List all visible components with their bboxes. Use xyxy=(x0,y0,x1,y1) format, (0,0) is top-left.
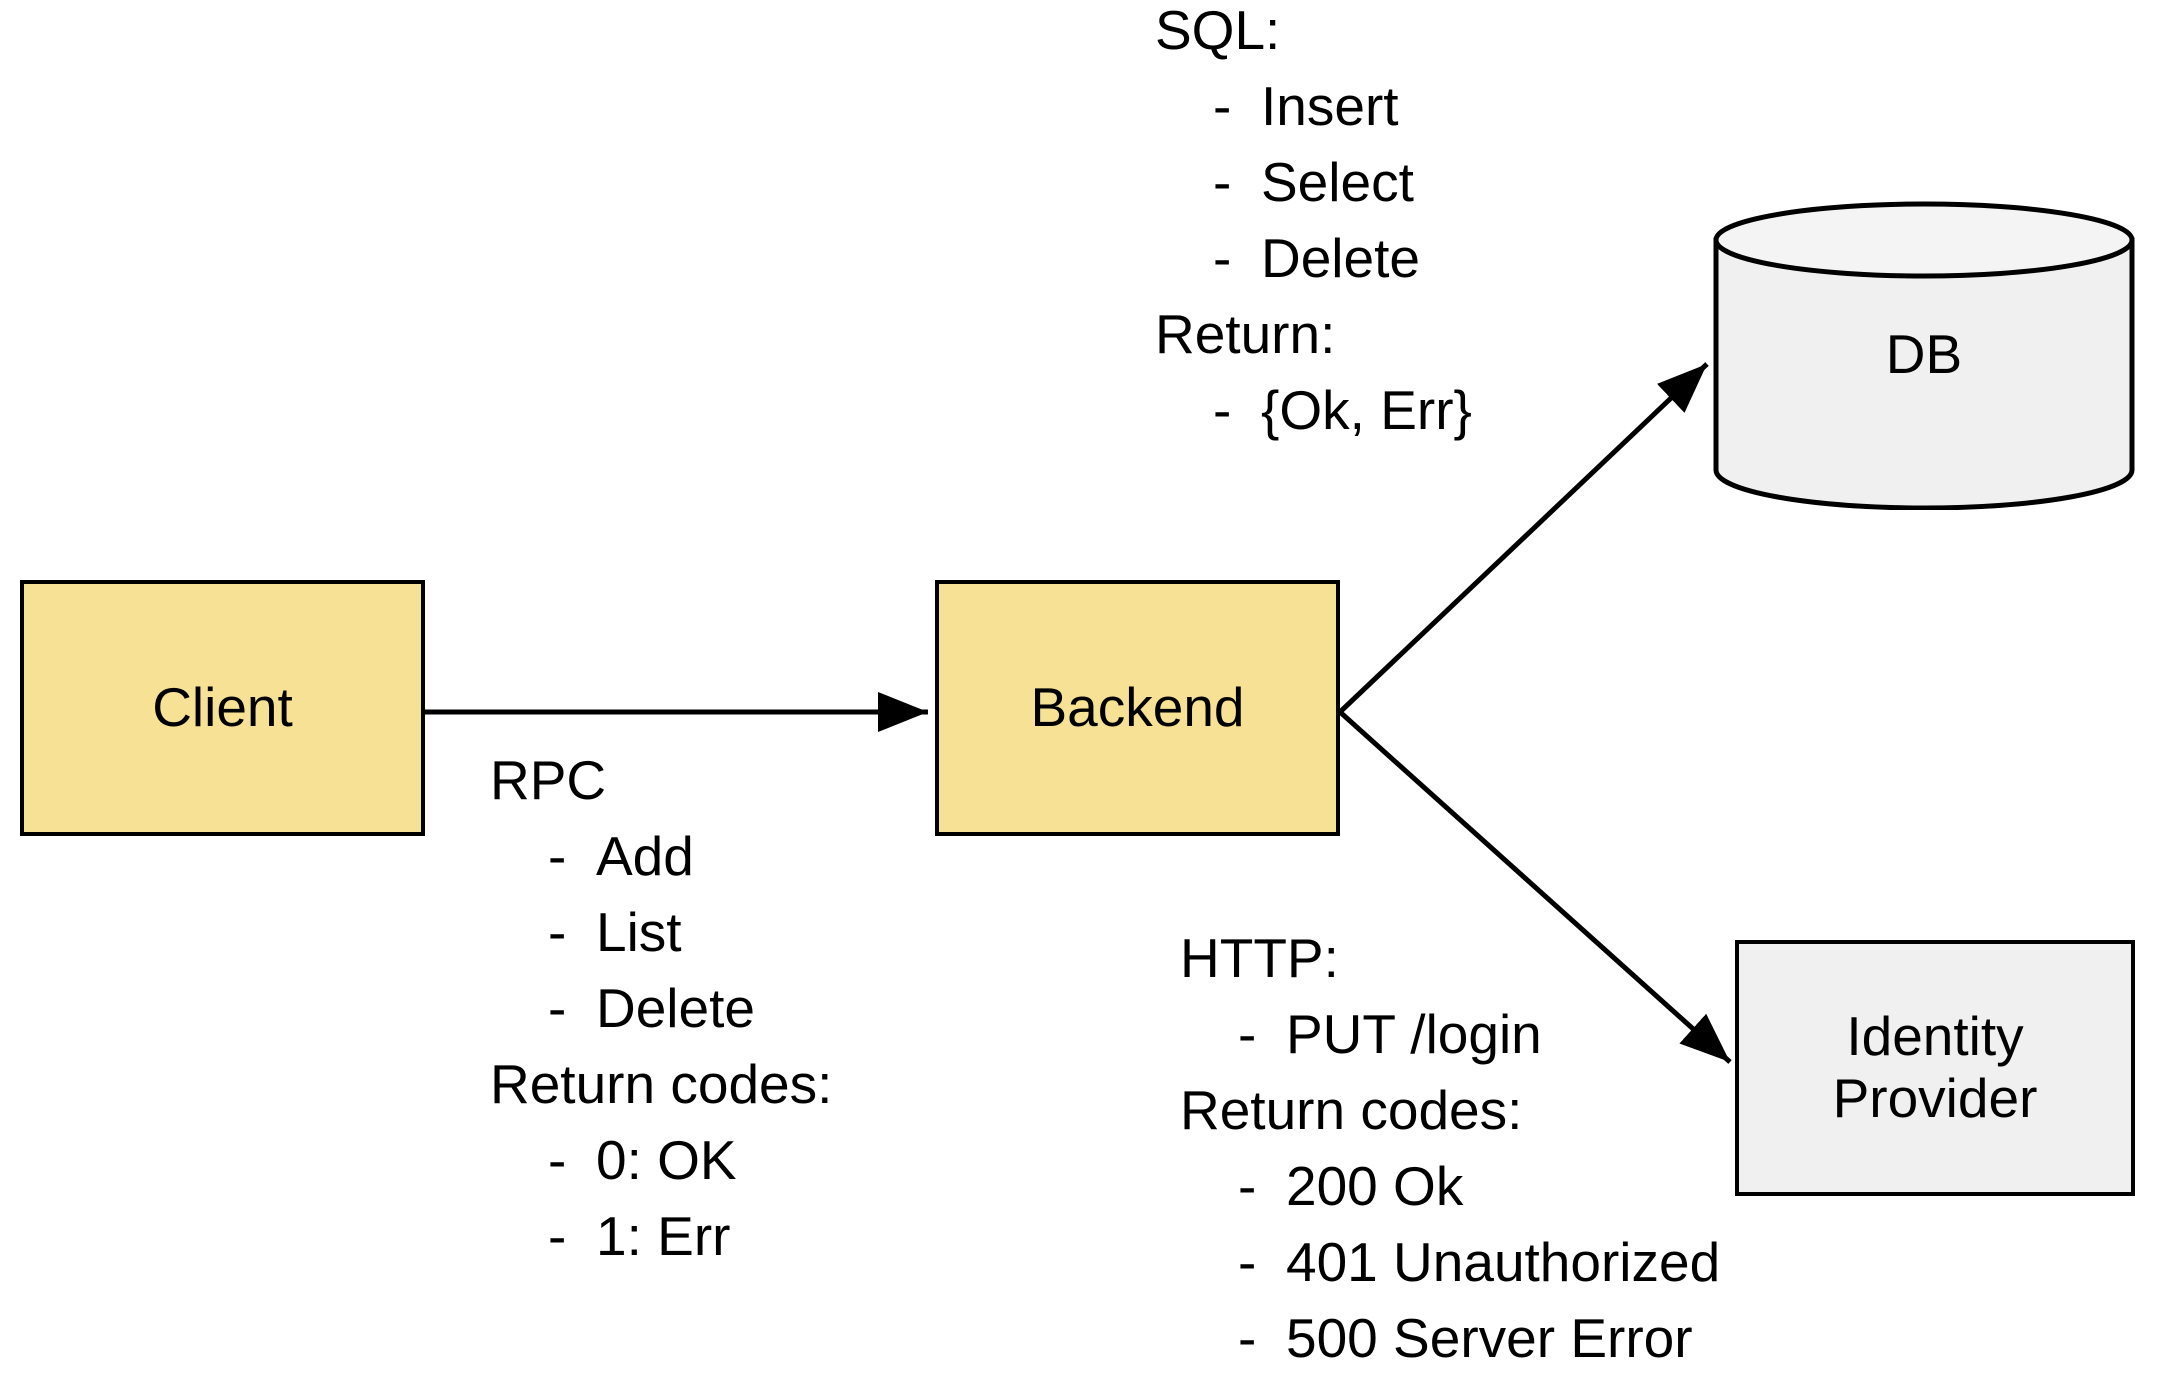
annotation-rpc-returns-header: Return codes: xyxy=(490,1053,833,1115)
annotation-rpc-method-1: -List xyxy=(490,894,832,970)
bullet-dash-icon: - xyxy=(548,901,567,963)
bullet-dash-icon: - xyxy=(1238,1003,1257,1065)
node-backend-label: Backend xyxy=(1030,676,1245,739)
bullet-dash-icon: - xyxy=(1213,151,1232,213)
annotation-sql-method-1: -Select xyxy=(1155,144,1472,220)
node-identity-provider-label-line1: Identity xyxy=(1846,1005,2024,1068)
annotation-sql-returns-header: Return: xyxy=(1155,303,1336,365)
node-backend[interactable]: Backend xyxy=(935,580,1340,836)
bullet-dash-icon: - xyxy=(1213,227,1232,289)
node-identity-provider-label: Identity Provider xyxy=(1833,1006,2038,1129)
annotation-rpc-header: RPC xyxy=(490,749,607,811)
annotation-sql-method-2: -Delete xyxy=(1155,220,1472,296)
cylinder-shape-icon xyxy=(1713,201,2135,510)
node-db-label: DB xyxy=(1885,323,1963,386)
annotation-rpc-return-0: -0: OK xyxy=(490,1122,832,1198)
bullet-dash-icon: - xyxy=(1238,1231,1257,1293)
node-db[interactable]: DB xyxy=(1712,200,2136,510)
bullet-dash-icon: - xyxy=(548,825,567,887)
annotation-sql-method-0: -Insert xyxy=(1155,68,1472,144)
bullet-dash-icon: - xyxy=(1213,75,1232,137)
bullet-dash-icon: - xyxy=(548,977,567,1039)
annotation-http-header: HTTP: xyxy=(1180,927,1339,989)
annotation-http-return-0: -200 Ok xyxy=(1180,1148,1720,1224)
annotation-http-returns-header: Return codes: xyxy=(1180,1079,1523,1141)
annotation-http: HTTP: -PUT /login Return codes: -200 Ok … xyxy=(1180,920,1720,1376)
annotation-http-method-0: -PUT /login xyxy=(1180,996,1720,1072)
annotation-http-return-1: -401 Unauthorized xyxy=(1180,1224,1720,1300)
annotation-sql-header: SQL: xyxy=(1155,0,1281,61)
annotation-rpc: RPC -Add -List -Delete Return codes: -0:… xyxy=(490,742,832,1274)
annotation-rpc-method-0: -Add xyxy=(490,818,832,894)
bullet-dash-icon: - xyxy=(548,1129,567,1191)
node-client-label: Client xyxy=(152,676,293,739)
annotation-http-return-2: -500 Server Error xyxy=(1180,1300,1720,1376)
annotation-sql-return-0: -{Ok, Err} xyxy=(1155,372,1472,448)
bullet-dash-icon: - xyxy=(1238,1307,1257,1369)
node-identity-provider-label-line2: Provider xyxy=(1832,1067,2038,1129)
annotation-sql: SQL: -Insert -Select -Delete Return: -{O… xyxy=(1155,0,1472,448)
node-client[interactable]: Client xyxy=(20,580,425,836)
bullet-dash-icon: - xyxy=(1238,1155,1257,1217)
node-identity-provider[interactable]: Identity Provider xyxy=(1735,940,2135,1196)
annotation-rpc-method-2: -Delete xyxy=(490,970,832,1046)
bullet-dash-icon: - xyxy=(1213,379,1232,441)
bullet-dash-icon: - xyxy=(548,1205,567,1267)
annotation-rpc-return-1: -1: Err xyxy=(490,1198,832,1274)
